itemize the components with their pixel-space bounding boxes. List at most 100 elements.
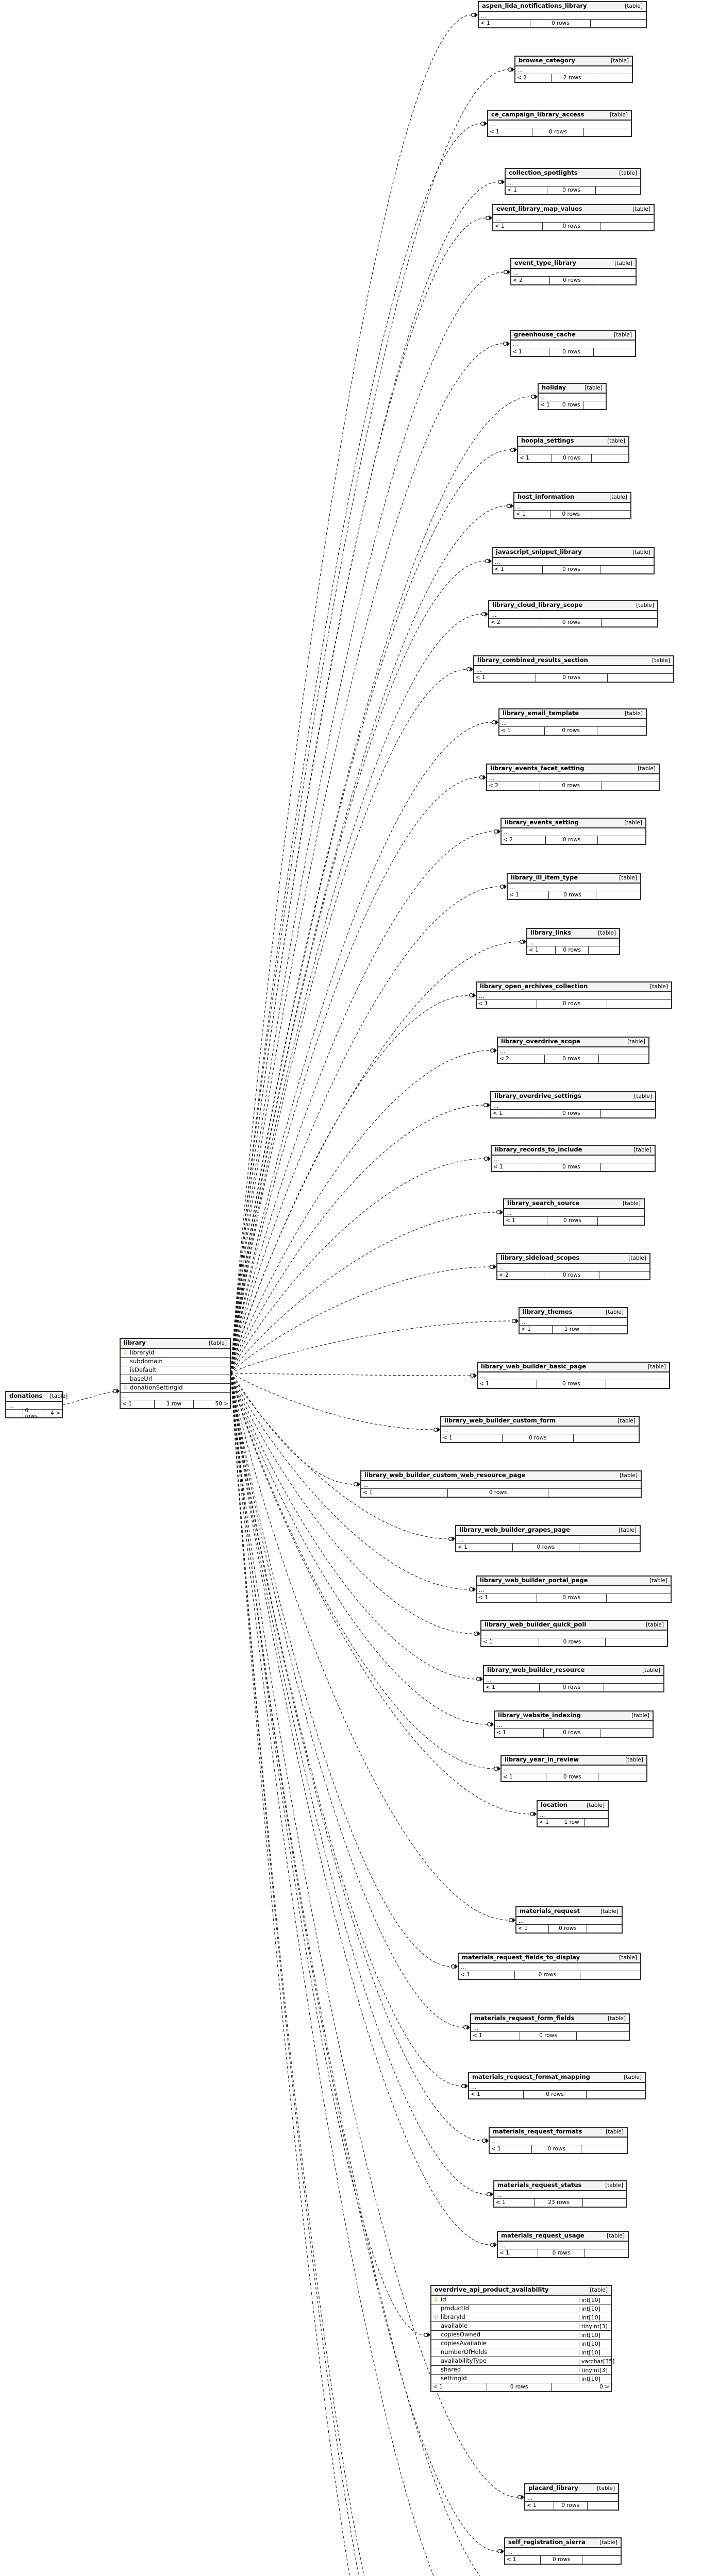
table-materials_request_status-type-label: [table] <box>605 2182 623 2189</box>
table-library_records_to_include-parent-count: < 1 <box>492 1163 542 1171</box>
table-ce_campaign_library_access-row-count: 0 rows <box>532 128 584 136</box>
table-materials_request_format_mapping[interactable]: materials_request_format_mapping[table].… <box>468 2072 646 2099</box>
table-aspen_lida_notifications_library-header: aspen_lida_notifications_library[table] <box>479 2 646 12</box>
table-library_web_builder_custom_form-type-label: [table] <box>617 1417 636 1424</box>
table-holiday-header: holiday[table] <box>539 384 606 394</box>
table-location-parent-count: < 1 <box>538 1819 560 1826</box>
table-library_cloud_library_scope[interactable]: library_cloud_library_scope[table]...< 2… <box>488 600 658 628</box>
table-self_registration_sierra-row-count: 0 rows <box>541 2556 583 2564</box>
table-materials_request-type-label: [table] <box>600 1908 619 1914</box>
table-materials_request_status-child-count <box>583 2199 626 2207</box>
table-library_web_builder_quick_poll[interactable]: library_web_builder_quick_poll[table]...… <box>480 1620 668 1647</box>
table-materials_request_fields_to_display-type-label: [table] <box>619 1954 637 1961</box>
table-library_combined_results_section[interactable]: library_combined_results_section[table].… <box>473 655 674 683</box>
table-materials_request_status-parent-count: < 1 <box>494 2199 536 2207</box>
table-library_ill_item_type-type-label: [table] <box>619 874 637 881</box>
crowfoot-connector <box>508 1918 515 1923</box>
table-materials_request-header: materials_request[table] <box>516 1907 622 1917</box>
table-library_open_archives_collection[interactable]: library_open_archives_collection[table].… <box>476 981 672 1009</box>
table-donations-columns-ellipsis: ... <box>6 1402 62 1410</box>
table-overdrive-api-product-availability-column-name: productId <box>441 2306 469 2312</box>
table-library_themes-header: library_themes[table] <box>520 1308 627 1318</box>
crowfoot-connector <box>497 179 505 184</box>
table-library_combined_results_section-type-label: [table] <box>652 657 670 664</box>
table-overdrive-api-product-availability[interactable]: overdrive_api_product_availability[table… <box>430 2285 614 2392</box>
table-greenhouse_cache-parent-count: < 1 <box>511 348 549 356</box>
table-placard_library-type-label: [table] <box>597 2485 615 2492</box>
table-library_web_builder_basic_page[interactable]: library_web_builder_basic_page[table]...… <box>477 1362 670 1389</box>
table-library_events_facet_setting-type-label: [table] <box>638 765 656 772</box>
table-library_email_template-child-count <box>597 727 646 735</box>
table-library_web_builder_resource[interactable]: library_web_builder_resource[table]...< … <box>483 1665 664 1692</box>
table-library_web_builder_basic_page-parent-count: < 1 <box>478 1380 537 1388</box>
table-materials_request_form_fields[interactable]: materials_request_form_fields[table]...<… <box>470 2013 630 2041</box>
crowfoot-connector <box>499 884 507 889</box>
crowfoot-connector <box>466 667 473 672</box>
table-library_events_facet_setting[interactable]: library_events_facet_setting[table]...< … <box>486 764 660 791</box>
table-materials_request_fields_to_display[interactable]: materials_request_fields_to_display[tabl… <box>458 1953 641 1980</box>
table-javascript_snippet_library-header: javascript_snippet_library[table] <box>493 548 654 558</box>
table-library_year_in_review-child-count <box>598 1773 646 1781</box>
table-donations-child-count: 4 > <box>51 1410 60 1417</box>
table-library_web_builder_custom_web_resource_page[interactable]: library_web_builder_custom_web_resource_… <box>360 1470 642 1498</box>
table-materials_request_format_mapping-header: materials_request_format_mapping[table] <box>469 2073 645 2083</box>
crowfoot-connector <box>485 215 492 221</box>
table-ce_campaign_library_access-parent-count: < 1 <box>488 128 532 136</box>
table-library_web_builder_portal_page[interactable]: library_web_builder_portal_page[table]..… <box>476 1575 672 1603</box>
table-collection_spotlights-type-label: [table] <box>619 170 637 176</box>
table-materials_request_formats-header: materials_request_formats[table] <box>490 2128 627 2138</box>
table-self_registration_sierra-header: self_registration_sierra[table] <box>505 2538 621 2548</box>
table-library_web_builder_custom_form[interactable]: library_web_builder_custom_form[table]..… <box>440 1416 640 1443</box>
table-library_open_archives_collection-parent-count: < 1 <box>477 1000 537 1008</box>
table-materials_request_form_fields-child-count <box>577 2032 629 2040</box>
table-library_web_builder_portal_page-name: library_web_builder_portal_page <box>480 1577 588 1584</box>
table-donations-type-label: [table] <box>49 1393 68 1399</box>
table-overdrive-api-product-availability-column-type: tinyint[3] <box>579 2323 611 2329</box>
table-library_web_builder_grapes_page[interactable]: library_web_builder_grapes_page[table]..… <box>455 1525 641 1552</box>
table-library_overdrive_scope-header: library_overdrive_scope[table] <box>498 1038 648 1047</box>
table-aspen_lida_notifications_library[interactable]: aspen_lida_notifications_library[table].… <box>478 1 647 28</box>
